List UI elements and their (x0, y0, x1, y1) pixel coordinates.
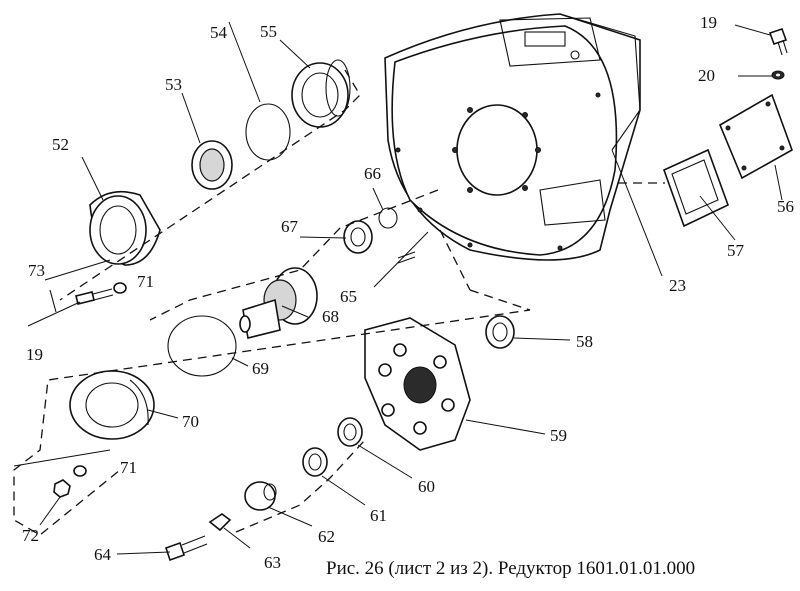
washer-part-71-top (113, 282, 127, 294)
callout-69: 69 (252, 359, 269, 378)
callout-60: 60 (418, 477, 435, 496)
callout-72: 72 (22, 526, 39, 545)
cap-part-62 (244, 481, 277, 511)
callout-63: 63 (264, 553, 281, 572)
callout-20: 20 (698, 66, 715, 85)
callout-66: 66 (364, 164, 381, 183)
bolt-part-19-left (75, 288, 114, 305)
callout-62: 62 (318, 527, 335, 546)
washer-part-20 (771, 70, 785, 80)
stud-part-65 (397, 251, 416, 264)
callout-58: 58 (576, 332, 593, 351)
seal-part-60 (337, 417, 363, 447)
callout-52: 52 (52, 135, 69, 154)
bolt-part-19-top (768, 27, 788, 56)
bolt-part-64 (164, 535, 208, 562)
seal-part-61 (302, 447, 328, 477)
callout-57: 57 (727, 241, 745, 260)
callout-71-top: 71 (137, 272, 154, 291)
ring-part-58 (485, 315, 515, 349)
callout-59: 59 (550, 426, 567, 445)
callout-61: 61 (370, 506, 387, 525)
callout-19-left: 19 (26, 345, 43, 364)
callout-55: 55 (260, 22, 277, 41)
flange-part-70 (69, 370, 155, 440)
assembly-dashed-lines (13, 69, 665, 536)
part-number-labels: 19 20 55 54 53 52 66 67 56 57 23 73 71 6… (22, 13, 794, 572)
bearing-part-67 (343, 220, 373, 254)
callout-67: 67 (281, 217, 299, 236)
housing-part-23 (384, 13, 641, 261)
seal-part-53 (191, 140, 233, 190)
callout-73: 73 (28, 261, 45, 280)
lock-plate-part-63 (208, 513, 232, 532)
cover-part-56 (718, 93, 793, 180)
callout-56: 56 (777, 197, 794, 216)
callout-68: 68 (322, 307, 339, 326)
nut-part-72 (53, 479, 71, 498)
callout-53: 53 (165, 75, 182, 94)
callout-23: 23 (669, 276, 686, 295)
callout-54: 54 (210, 23, 228, 42)
gasket-part-57 (662, 148, 730, 228)
gear-part-68 (239, 267, 318, 339)
leader-lines (13, 21, 783, 555)
washer-part-71-bottom (73, 465, 87, 477)
callout-71-bottom: 71 (120, 458, 137, 477)
callout-64: 64 (94, 545, 112, 564)
o-ring-part-69 (167, 315, 237, 377)
snap-ring-part-54 (245, 103, 291, 161)
callout-65: 65 (340, 287, 357, 306)
callout-70: 70 (182, 412, 199, 431)
hub-part-59 (364, 317, 471, 451)
figure-caption: Рис. 26 (лист 2 из 2). Редуктор 1601.01.… (326, 558, 695, 579)
callout-19-top: 19 (700, 13, 717, 32)
bearing-part-55 (291, 59, 351, 128)
flange-part-52 (89, 190, 161, 266)
ring-part-66 (378, 207, 398, 229)
pin-part-73 (49, 289, 57, 313)
